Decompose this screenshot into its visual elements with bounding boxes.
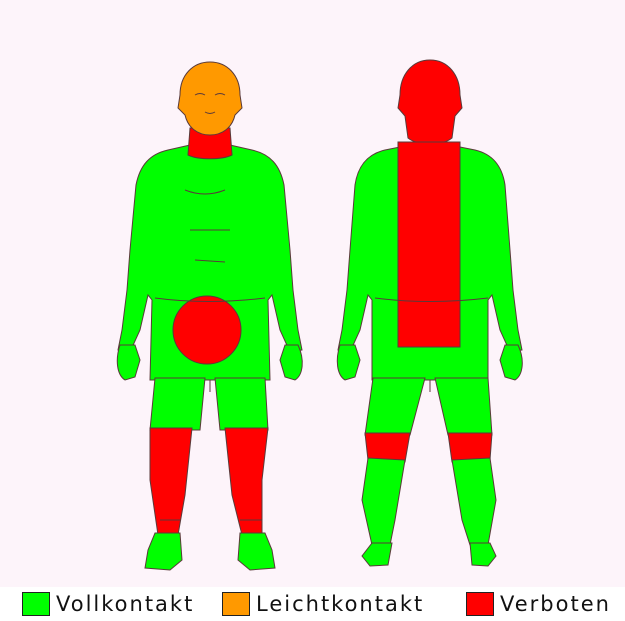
front-right-shin	[225, 428, 268, 535]
back-left-calf	[362, 458, 405, 545]
back-left-knee-zone	[365, 433, 410, 462]
back-right-knee-zone	[448, 433, 492, 462]
front-left-thigh	[150, 378, 205, 430]
back-left-foot	[362, 543, 392, 566]
front-groin-zone	[173, 296, 241, 364]
legend-label-light-contact: Leichtkontakt	[256, 592, 424, 616]
back-spine-zone	[398, 142, 460, 347]
front-right-foot	[238, 533, 275, 570]
front-left-hand	[117, 345, 140, 380]
legend-label-full-contact: Vollkontakt	[56, 592, 194, 616]
front-head-zone	[178, 62, 242, 135]
front-figure	[117, 62, 302, 570]
back-right-thigh	[435, 378, 492, 435]
back-right-hand	[500, 345, 522, 380]
front-left-foot	[145, 533, 182, 570]
body-diagram	[0, 0, 625, 587]
front-right-hand	[280, 345, 302, 380]
front-left-shin	[150, 428, 192, 535]
back-left-hand	[337, 345, 360, 380]
legend-swatch-full-contact	[22, 592, 50, 616]
back-left-thigh	[365, 378, 425, 435]
legend-swatch-light-contact	[222, 592, 250, 616]
back-right-calf	[452, 458, 496, 545]
legend-item-full-contact: Vollkontakt	[22, 591, 194, 617]
back-head-zone	[398, 60, 462, 144]
legend-label-forbidden: Verboten	[500, 592, 611, 616]
legend-swatch-forbidden	[466, 592, 494, 616]
legend-item-light-contact: Leichtkontakt	[222, 591, 424, 617]
back-figure	[337, 60, 522, 566]
back-right-foot	[470, 543, 496, 566]
legend: Vollkontakt Leichtkontakt Verboten	[0, 587, 625, 621]
legend-item-forbidden: Verboten	[466, 591, 611, 617]
front-right-thigh	[215, 378, 268, 430]
